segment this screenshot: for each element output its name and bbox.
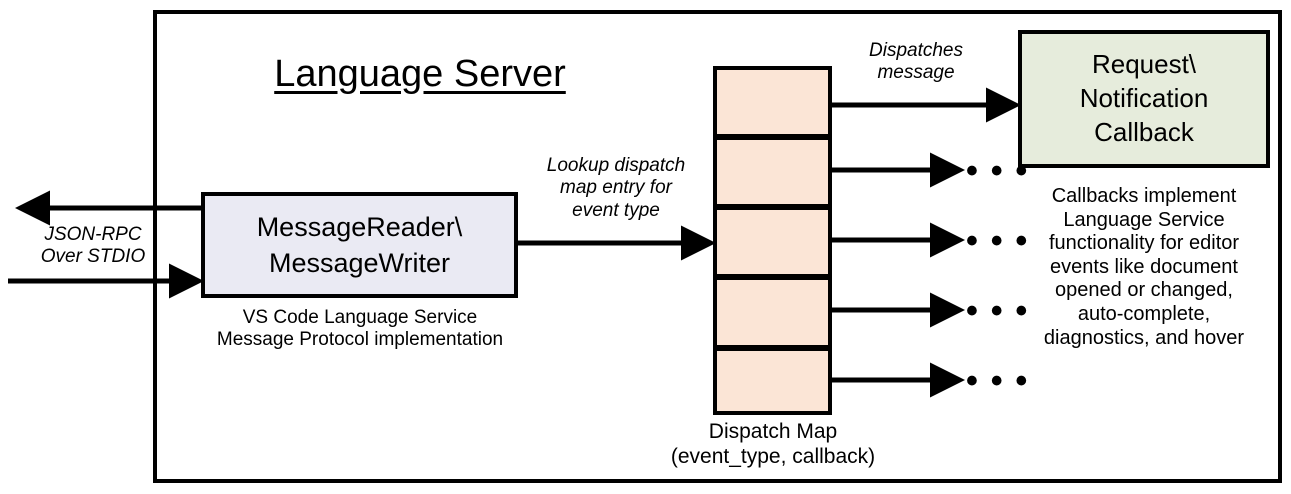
ellipsis-row-3: • • • <box>966 222 1031 260</box>
request-notification-callback-node[interactable]: Request\ Notification Callback <box>1018 30 1270 168</box>
language-server-frame <box>153 10 1282 483</box>
request-notification-callback-label: Request\ Notification Callback <box>1079 49 1209 147</box>
dispatch-edge-label: Dispatches message <box>869 40 963 84</box>
ellipsis-row-4: • • • <box>966 292 1031 330</box>
dispatch-map-row-4[interactable] <box>713 276 832 349</box>
message-reader-writer-caption: VS Code Language Service Message Protoco… <box>216 307 504 351</box>
ellipsis-row-5: • • • <box>966 362 1031 400</box>
callback-caption: Callbacks implement Language Service fun… <box>1043 185 1245 349</box>
dispatch-map-row-3[interactable] <box>713 206 832 278</box>
page-title: Language Server <box>274 53 566 95</box>
message-reader-writer-node[interactable]: MessageReader\ MessageWriter <box>201 192 518 298</box>
ellipsis-row-2: • • • <box>966 152 1031 190</box>
dispatch-map-caption: Dispatch Map (event_type, callback) <box>670 420 876 468</box>
jsonrpc-channel-label: JSON-RPC Over STDIO <box>40 224 146 268</box>
lookup-edge-label: Lookup dispatch map entry for event type <box>546 155 686 221</box>
dispatch-map-row-2[interactable] <box>713 136 832 208</box>
message-reader-writer-label: MessageReader\ MessageWriter <box>256 211 463 278</box>
dispatch-map-row-1[interactable] <box>713 66 832 138</box>
dispatch-map-row-5[interactable] <box>713 347 832 415</box>
